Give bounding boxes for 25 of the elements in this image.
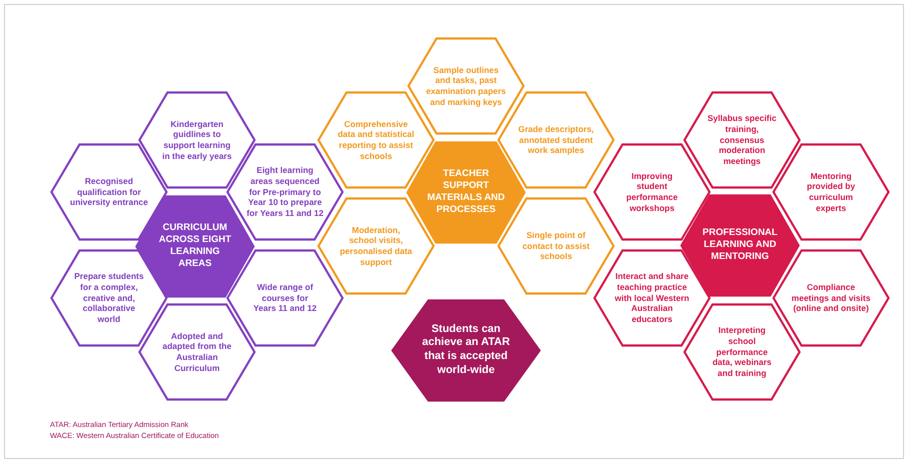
hexagon-text: Eight learning areas sequenced for Pre-primary to Year 10 to prepare for Years 11 and 12 (246, 165, 324, 219)
hexagon-text: Interpreting school performance data, webinars and training (711, 325, 773, 379)
hexagon-text: Single point of contact to assist schools (521, 230, 591, 262)
hexagon-text: Interact and share teaching practice with local Western Australian educators (614, 271, 690, 325)
hexagon-text: PROFESSIONAL LEARNING AND MENTORING (702, 227, 778, 263)
hexagon-text: Students can achieve an ATAR that is accepted world-wide (421, 322, 511, 378)
hexagon-text: Recognised qualification for university entrance (70, 176, 148, 208)
hexagon (683, 91, 801, 189)
hexagon-text: Improving student performance workshops (625, 170, 679, 214)
hexagon-text: Prepare students for a complex, creative and, collaborative world (73, 271, 145, 325)
hexagon (772, 249, 890, 347)
hexagon-text: Adopted and adapted from the Australian Curriculum (162, 330, 232, 374)
hexagon-text: Sample outlines and tasks, past examination papers and marking keys (426, 64, 506, 108)
hexagon-text: Grade descriptors, annotated student work samples (517, 124, 595, 156)
hexagon-text: Wide range of courses for Years 11 and 12 (253, 282, 317, 314)
hexagon-text: Syllabus specific training, consensus moderation meetings (706, 113, 778, 167)
hexagon-text: TEACHER SUPPORT MATERIALS AND PROCESSES (426, 168, 506, 216)
hexagon-text: CURRICULUM ACROSS EIGHT LEARNING AREAS (158, 222, 232, 270)
hexagon-text: Comprehensive data and statistical reporting to assist schools (336, 118, 416, 162)
hexagon-text: Mentoring provided by curriculum experts (806, 170, 856, 214)
hexagon-text: Kindergarten guidlines to support learning in the early years (161, 118, 233, 162)
hexagon-text: Compliance meetings and visits (online and onsite) (791, 282, 871, 314)
hexagon-text: Moderation, school visits, personalised data support (339, 224, 413, 268)
hexagon (593, 249, 711, 347)
hexagon-heading (391, 298, 541, 402)
